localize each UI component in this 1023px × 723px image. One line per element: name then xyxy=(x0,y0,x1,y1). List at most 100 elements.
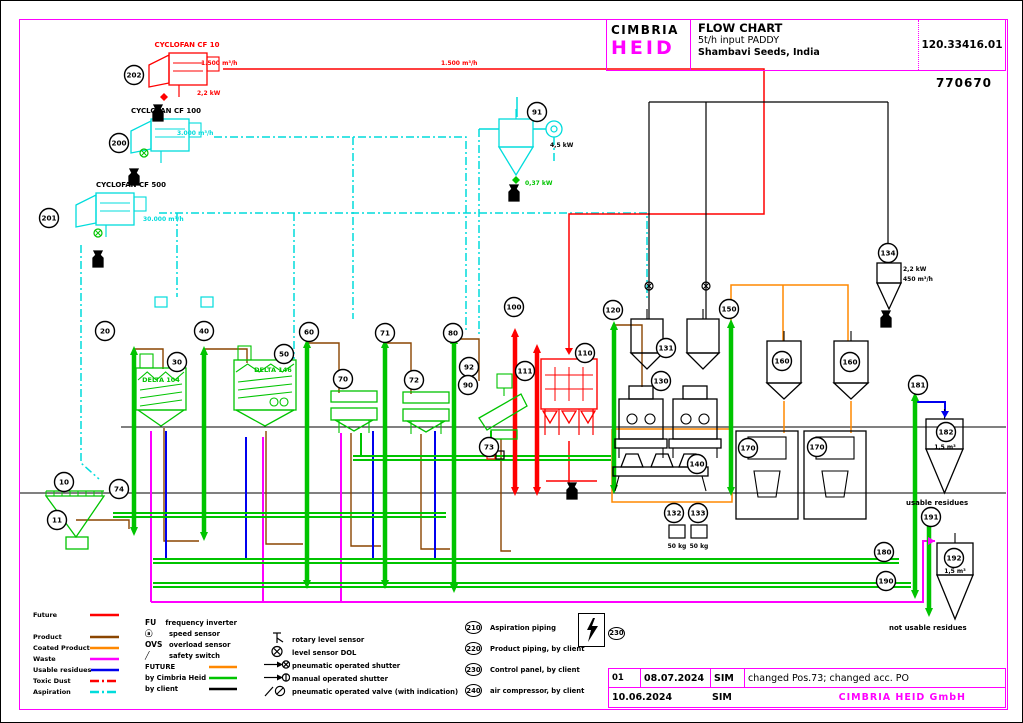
pipe-product xyxy=(420,434,450,550)
legend-piping-label: air compressor, by client xyxy=(490,686,585,695)
pipe-product xyxy=(134,348,164,369)
bag-icon xyxy=(92,250,104,268)
machine-box xyxy=(690,524,708,539)
svg-text:170: 170 xyxy=(740,444,755,453)
legend-line-sample xyxy=(90,613,119,616)
position-circle-74: 74 xyxy=(108,478,130,500)
svg-text:201: 201 xyxy=(41,214,56,223)
position-circle-160: 160 xyxy=(771,350,793,372)
diagram-label: 50 kg xyxy=(690,543,709,550)
diagram-label: 1,5 m³ xyxy=(934,444,956,451)
position-circle-91: 91 xyxy=(526,101,548,123)
legend-sensor-icon xyxy=(264,630,292,649)
svg-text:20: 20 xyxy=(100,327,110,336)
machine-elevator xyxy=(200,346,208,541)
power-supply-box xyxy=(578,613,605,647)
position-circle-134: 134 xyxy=(877,242,899,264)
position-circle-60: 60 xyxy=(298,321,320,343)
legend-line-sample xyxy=(90,646,119,649)
legend-sensor-label: rotary level sensor xyxy=(292,635,365,644)
dol-icon xyxy=(271,645,283,658)
legend-sensor-label: pneumatic operated valve (with indicatio… xyxy=(292,687,459,696)
machine-hopperV xyxy=(925,409,964,495)
bag-icon xyxy=(566,482,578,500)
rotary-icon xyxy=(273,632,284,643)
revision-by: SIM xyxy=(712,692,732,703)
svg-text:100: 100 xyxy=(506,303,521,312)
pshut-icon xyxy=(264,660,291,669)
svg-text:60: 60 xyxy=(304,328,314,337)
svg-text:140: 140 xyxy=(689,460,704,469)
legend-line-sample xyxy=(91,668,119,671)
diagram-label: not usable residues xyxy=(889,624,967,632)
position-circle-220: 220 xyxy=(465,642,482,655)
machine-elevator xyxy=(130,346,138,536)
legend-scope-by-cimbria-heid: by Cimbria Heid xyxy=(145,672,237,683)
machine-grader xyxy=(402,391,450,434)
position-circle-182: 182 xyxy=(935,421,957,443)
machine-hopperV xyxy=(832,331,870,400)
diagram-label: 450 m³/h xyxy=(903,276,933,283)
legend-sensor-pvalve: pneumatic operated valve (with indicatio… xyxy=(264,685,494,698)
title-block-text: FLOW CHART 5t/h input PADDY Shambavi See… xyxy=(691,20,919,70)
legend-flow-label: Future xyxy=(33,610,58,619)
svg-text:191: 191 xyxy=(923,513,938,522)
diagram-label: 0,37 kW xyxy=(525,180,553,187)
svg-text:90: 90 xyxy=(463,381,473,390)
legend-flow-label: Aspiration xyxy=(33,687,71,696)
legend-sensor-label: level sensor DOL xyxy=(292,648,357,657)
machine-box xyxy=(495,450,505,460)
legend-flow-label: Waste xyxy=(33,654,56,663)
legend-line-sample xyxy=(90,690,119,693)
legend-sensor-dol: level sensor DOL xyxy=(264,645,494,659)
title-block: CIMBRIA HEID FLOW CHART 5t/h input PADDY… xyxy=(606,19,1006,71)
legend-sensor-label: manual operated shutter xyxy=(292,674,388,683)
legend-piping-label: Product piping, by client xyxy=(490,644,585,653)
svg-text:160: 160 xyxy=(842,358,857,367)
pipe-product xyxy=(204,348,248,363)
svg-text:192: 192 xyxy=(946,554,961,563)
legend-scope-future: FUTURE xyxy=(145,661,237,672)
machine-box xyxy=(668,524,686,539)
legend-flow-waste: Waste xyxy=(33,653,119,664)
machine-elevator xyxy=(727,319,735,496)
pipe-product xyxy=(307,342,340,393)
machine-elevator xyxy=(533,344,541,496)
revision-row: 01 08.07.2024 SIM changed Pos.73; change… xyxy=(609,669,1005,688)
machine-elevator xyxy=(610,321,618,494)
position-circle-201: 201 xyxy=(38,207,60,229)
legend-symbol-label: overload sensor xyxy=(169,640,231,649)
legend-sensors: rotary level sensor level sensor DOL pneum… xyxy=(264,630,494,698)
diagram-label: DELTA 146 xyxy=(254,366,292,374)
position-circle-192: 192 xyxy=(943,547,965,569)
legend-sensor-rotary: rotary level sensor xyxy=(264,630,494,649)
svg-text:132: 132 xyxy=(666,509,681,518)
position-circle-92: 92 xyxy=(458,356,480,378)
legend-symbol-label: frequency inverter xyxy=(165,618,237,627)
legend-flow-usable-residues: Usable residues xyxy=(33,664,119,675)
svg-text:182: 182 xyxy=(938,428,953,437)
svg-text:40: 40 xyxy=(199,327,209,336)
diagram-label: 2,2 kW xyxy=(197,90,221,97)
svg-text:74: 74 xyxy=(114,485,124,494)
svg-text:111: 111 xyxy=(517,367,532,376)
position-circle-120: 120 xyxy=(602,299,624,321)
diagram-label: DELTA 104 xyxy=(142,376,180,384)
machine-elevator xyxy=(381,339,389,589)
diagram-label: CYCLOFAN CF 10 xyxy=(154,41,219,49)
valve-icon xyxy=(93,228,103,238)
position-circle-170: 170 xyxy=(737,437,759,459)
legend-line-sample xyxy=(90,657,119,660)
position-circle-130: 130 xyxy=(650,370,672,392)
svg-text:202: 202 xyxy=(126,71,141,80)
machine-box xyxy=(200,296,214,308)
svg-text:30: 30 xyxy=(172,358,182,367)
position-circle-90: 90 xyxy=(457,374,479,396)
position-circle-71: 71 xyxy=(374,322,396,344)
pipe-aspiration xyxy=(159,212,648,301)
legend-sensor-pshut: pneumatic operated shutter xyxy=(264,659,494,672)
